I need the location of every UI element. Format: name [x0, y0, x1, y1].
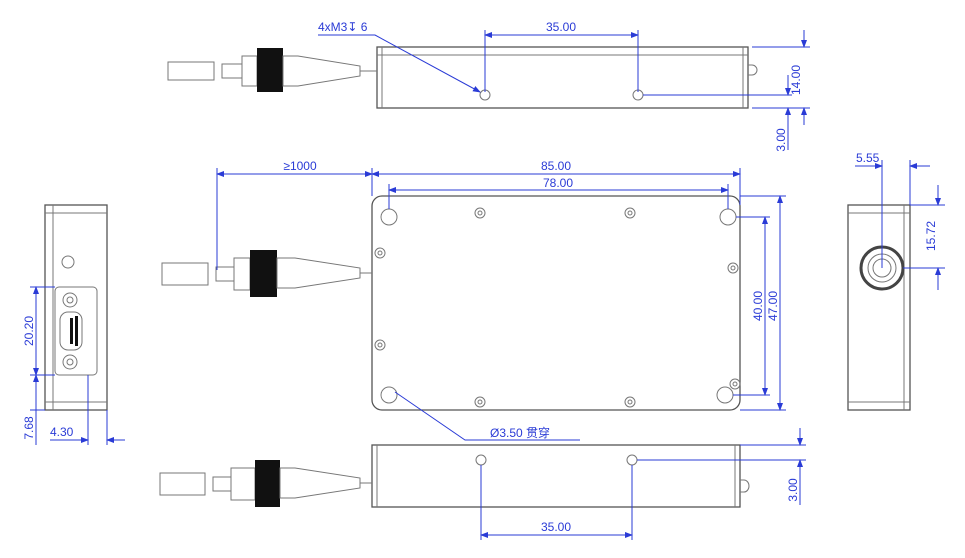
dim-hole-offset: 3.00: [774, 128, 788, 152]
dim-width: 47.00: [766, 291, 780, 321]
dim-hole-pitch-x: 78.00: [543, 176, 573, 190]
thread-note: 4xM3↧ 6: [318, 20, 368, 34]
dim-hole-spacing: 35.00: [541, 520, 571, 534]
top-view: 35.00 4xM3↧ 6 14.00 3.00: [167, 20, 810, 152]
dim-hole-pitch-y: 40.00: [751, 291, 765, 321]
dim-hole-spacing: 35.00: [546, 20, 576, 34]
dim-height: 14.00: [789, 65, 803, 95]
right-view: 5.55 15.72: [847, 151, 945, 411]
fiber-connector: [161, 250, 372, 297]
through-hole-note: Ø3.50 贯穿: [490, 425, 550, 440]
bottom-view: 35.00 3.00: [159, 428, 806, 540]
dim-side-offset: 4.30: [50, 425, 74, 439]
screws: [374, 207, 741, 408]
dim-port-offset-y: 15.72: [924, 221, 938, 251]
dim-hole-offset: 3.00: [786, 478, 800, 502]
left-view: 20.20 7.68 4.30: [22, 204, 125, 445]
through-hole: [380, 386, 398, 404]
fiber-connector: [159, 460, 372, 507]
dim-length: 85.00: [541, 159, 571, 173]
dim-bottom-offset: 7.68: [22, 416, 36, 440]
dim-port-offset-x: 5.55: [856, 151, 880, 165]
dim-connector-height: 20.20: [22, 316, 36, 346]
fiber-connector: [167, 48, 377, 92]
dim-fiber-length: ≥1000: [283, 159, 317, 173]
front-view: 85.00 ≥1000 78.00 40.00 47.00 Ø3.50 贯穿: [161, 159, 786, 441]
db9-connector: [54, 286, 98, 376]
